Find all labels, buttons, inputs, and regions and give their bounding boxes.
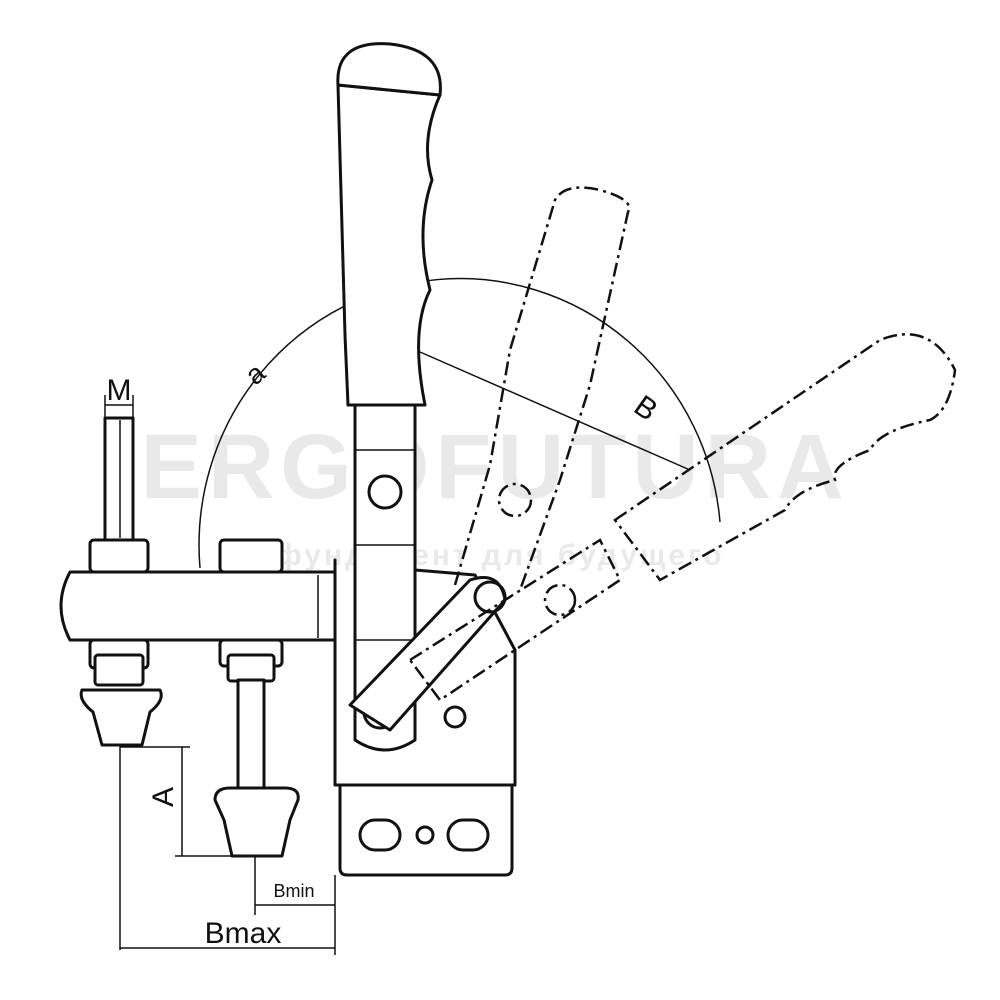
phantom-pivot: [497, 482, 533, 518]
handle-open-phantom: [453, 186, 631, 591]
watermark-text: ERGOFUTURA: [140, 416, 849, 518]
clamp-arm: [59, 570, 337, 642]
vertical-handle-grip: [336, 83, 442, 407]
watermark-subtitle: фундамент для будущего: [276, 539, 725, 572]
label-angle-a: a: [239, 357, 271, 391]
spindle-thread: [103, 416, 135, 542]
stop-pin: [443, 705, 467, 729]
vertical-handle-knob: [336, 42, 442, 97]
spindle2-nut-lower: [226, 653, 276, 683]
pivot-upper: [367, 474, 403, 510]
mounting-slot-right: [446, 818, 490, 852]
base-frame: [333, 558, 517, 787]
mounting-hole-center: [415, 825, 435, 845]
handle-released-phantom: [613, 333, 957, 582]
label-m: M: [107, 374, 132, 407]
angle-ref-line: [419, 351, 691, 471]
spindle-nut-top: [88, 538, 150, 574]
spindle2-pressure-foot: [213, 786, 300, 858]
label-a: A: [147, 787, 180, 807]
spindle2-nut-top: [218, 538, 284, 574]
label-bmax: Bmax: [205, 917, 282, 950]
mounting-slot-left: [358, 818, 402, 852]
phantom-pivot-2: [543, 583, 577, 617]
mounting-plate: [338, 783, 514, 877]
spindle2-shaft: [236, 678, 266, 792]
spindle-pressure-foot: [79, 688, 163, 747]
link-pivot: [473, 580, 507, 614]
label-bmin: Bmin: [273, 881, 314, 901]
angle-arc: [198, 277, 721, 569]
spindle-nut-lower: [93, 653, 145, 687]
